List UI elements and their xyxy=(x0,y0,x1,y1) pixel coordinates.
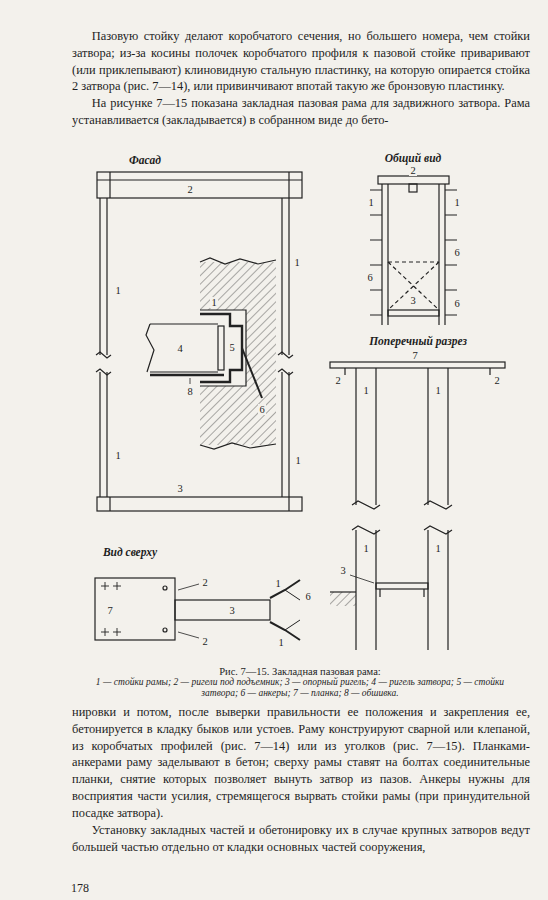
callout-number: 3 xyxy=(409,295,416,306)
callout-number: 1 xyxy=(434,543,441,554)
callout-number: 8 xyxy=(186,386,193,397)
callout-number: 1 xyxy=(293,257,300,268)
callout-number: 3 xyxy=(176,483,183,494)
view-title: Поперечный разрез xyxy=(367,335,469,348)
callout-number: 1 xyxy=(114,285,121,296)
paragraph: На рисунке 7—15 показана закладная пазов… xyxy=(72,95,530,129)
paragraph: Установку закладных частей и обетонировк… xyxy=(72,822,530,856)
callout-number: 6 xyxy=(258,404,265,415)
callout-number: 3 xyxy=(228,605,235,616)
paragraph: Пазовую стойку делают коробчатого сечени… xyxy=(72,28,530,95)
callout-number: 2 xyxy=(409,165,416,176)
callout-number: 1 xyxy=(274,578,281,589)
callout-number: 7 xyxy=(411,350,418,361)
callout-number: 5 xyxy=(228,342,235,353)
callout-number: 1 xyxy=(362,385,369,396)
callout-number: 2 xyxy=(201,636,208,647)
callout-number: 7 xyxy=(106,605,113,616)
view-title: Фасад xyxy=(127,154,163,167)
figure-caption: Рис. 7—15. Закладная пазовая рама: xyxy=(219,666,380,678)
callout-number: 2 xyxy=(493,375,500,386)
callout-number: 1 xyxy=(294,455,301,466)
callout-number: 3 xyxy=(339,565,346,576)
callout-number: 6 xyxy=(304,591,311,602)
callout-number: 6 xyxy=(453,247,460,258)
callout-number: 1 xyxy=(277,637,284,648)
callout-number: 1 xyxy=(453,197,460,208)
callout-number: 2 xyxy=(334,375,341,386)
view-title: Общий вид xyxy=(383,152,444,165)
callout-number: 6 xyxy=(366,272,373,283)
callout-number: 1 xyxy=(362,543,369,554)
callout-number: 6 xyxy=(453,298,460,309)
page-number: 178 xyxy=(71,882,89,895)
callout-number: 1 xyxy=(367,197,374,208)
callout-number: 1 xyxy=(210,297,217,308)
callout-number: 2 xyxy=(186,184,193,195)
paragraph: нировки и потом, после выверки правильно… xyxy=(72,704,530,822)
view-title: Вид сверху xyxy=(101,546,159,559)
callout-number: 1 xyxy=(434,385,441,396)
callout-number: 2 xyxy=(201,577,208,588)
callout-number: 1 xyxy=(114,450,121,461)
callout-number: 4 xyxy=(176,343,183,354)
figure-key: 1 — стойки рамы; 2 — ригели под подъемни… xyxy=(80,677,520,699)
